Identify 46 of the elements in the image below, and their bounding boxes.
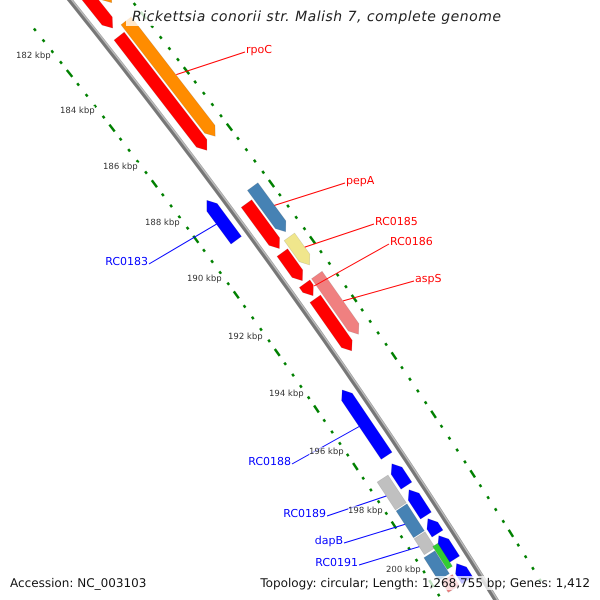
scale-label: 186 kbp	[103, 162, 138, 172]
gene-feature	[396, 503, 425, 538]
gene-label: rpoC	[246, 43, 272, 57]
scale-label: 190 kbp	[187, 274, 222, 284]
gene-feature	[390, 463, 412, 490]
leader-line	[358, 546, 420, 566]
leader-line	[292, 426, 360, 464]
gene-feature	[309, 294, 352, 352]
scale-label: 182 kbp	[16, 51, 51, 61]
gene-feature	[432, 542, 453, 570]
leader-line	[274, 182, 346, 206]
gene-feature	[311, 270, 360, 335]
scale-label: 198 kbp	[348, 506, 383, 516]
leader-line	[176, 52, 246, 76]
gene-feature	[284, 232, 310, 266]
gene-label: RC0189	[283, 507, 326, 521]
leader-line	[304, 224, 374, 248]
gene-feature	[246, 182, 286, 232]
gene-feature	[276, 248, 303, 282]
gene-feature	[114, 32, 208, 151]
scale-label: 192 kbp	[228, 332, 263, 342]
scale-label: 194 kbp	[269, 389, 304, 399]
gene-feature	[414, 531, 436, 556]
scale-label: 196 kbp	[309, 447, 344, 457]
leader-line	[148, 224, 217, 264]
gene-feature	[206, 200, 242, 245]
gene-label: pepA	[346, 174, 374, 188]
leader-line	[344, 524, 406, 544]
accession-text: Accession: NC_003103	[8, 576, 148, 590]
scale-label: 184 kbp	[60, 106, 95, 116]
gene-label: RC0186	[390, 235, 433, 249]
gene-label: aspS	[415, 272, 442, 286]
scale-label: 200 kbp	[386, 565, 421, 575]
gene-label: RC0191	[315, 556, 358, 570]
gene-label: RC0188	[248, 455, 291, 469]
scale-label: 188 kbp	[145, 218, 180, 228]
gene-label: RC0183	[105, 255, 148, 269]
gene-label: dapB	[314, 534, 343, 548]
genome-stats-text: Topology: circular; Length: 1,268,755 bp; Genes: 1,412	[258, 576, 592, 590]
leader-line	[342, 280, 414, 302]
gene-label: RC0185	[375, 215, 418, 229]
leader-line	[326, 496, 387, 516]
gene-feature	[408, 489, 432, 520]
gene-feature	[240, 199, 280, 249]
gene-feature	[298, 279, 314, 296]
leader-line	[314, 244, 390, 286]
